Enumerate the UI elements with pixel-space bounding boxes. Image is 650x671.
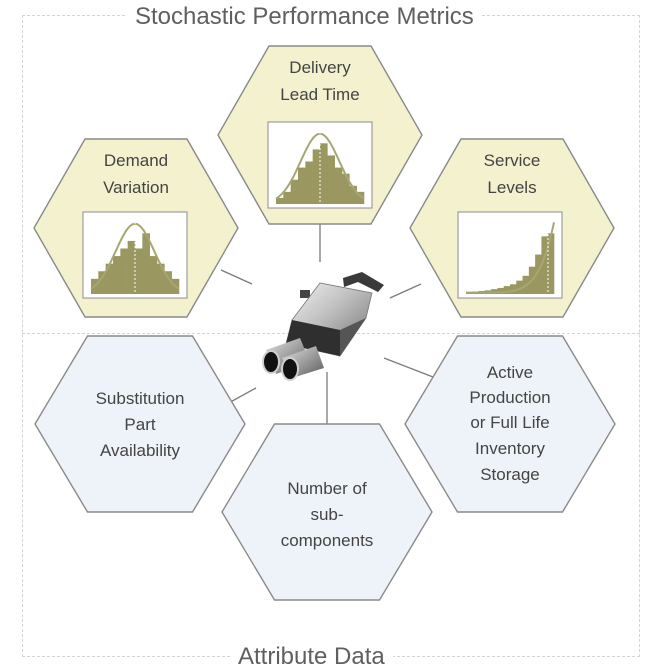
metric-label-line: Delivery [289, 58, 351, 77]
histogram-bar [127, 240, 136, 294]
attribute-label-line: Production [469, 388, 550, 407]
histogram-bar [276, 197, 284, 204]
histogram-bar [510, 284, 517, 294]
histogram-bar [305, 161, 313, 204]
hexagon-shape [404, 335, 616, 513]
histogram-bar [290, 179, 299, 204]
attribute-label-line: Inventory [475, 439, 545, 458]
connector-line [389, 283, 422, 299]
connector-line [220, 269, 253, 285]
attribute-label-line: Active [487, 363, 533, 382]
attribute-label-line: Availability [100, 441, 181, 460]
mini-chart-delivery-lead-time [267, 121, 373, 209]
hexagon-shape [34, 335, 246, 513]
histogram-bar [142, 233, 150, 294]
histogram-bar [349, 185, 357, 204]
attribute-label-line: components [281, 531, 374, 550]
metric-label-line: Levels [487, 178, 536, 197]
center-part [262, 272, 384, 381]
histogram-bar [334, 167, 343, 204]
histogram-bar [342, 173, 350, 204]
histogram-bar [283, 191, 291, 204]
attribute-label-line: Storage [480, 465, 540, 484]
histogram-bar [113, 256, 121, 294]
bottom-section-title: Attribute Data [230, 643, 393, 671]
histogram-bar [356, 191, 365, 204]
histogram-bar [120, 248, 128, 294]
mini-chart-demand-variation [82, 211, 188, 299]
histogram-bar [327, 155, 335, 204]
histogram-bar [541, 236, 549, 294]
histogram-bar [503, 286, 511, 294]
attribute-label-line: Substitution [96, 389, 185, 408]
metric-label-line: Service [484, 151, 541, 170]
attribute-hex-number-of-subcomponents: Number of sub-components [221, 423, 433, 601]
connector-line [383, 357, 434, 378]
metric-label-line: Variation [103, 178, 169, 197]
mini-chart-service-levels [457, 211, 563, 299]
histogram-bar [547, 233, 555, 294]
metric-label-line: Lead Time [280, 85, 359, 104]
muffler-icon [262, 272, 384, 381]
histogram-bar [164, 271, 172, 294]
attribute-label-line: Number of [287, 479, 367, 498]
histogram-bar [298, 167, 306, 204]
attribute-label-line: Part [124, 415, 155, 434]
distribution-curve [466, 222, 555, 294]
metric-label-line: Demand [104, 151, 168, 170]
top-section-title: Stochastic Performance Metrics [127, 3, 482, 31]
histogram-bar [98, 271, 106, 294]
histogram-bar [149, 256, 158, 294]
histogram-bar [157, 263, 165, 294]
histogram-bar [535, 254, 542, 294]
histogram-bar [516, 280, 523, 294]
histogram-bar [497, 287, 505, 294]
histogram-bar [320, 143, 328, 204]
attribute-label-line: sub- [310, 505, 343, 524]
histogram-bar [312, 149, 321, 204]
hexagon-shape [221, 423, 433, 601]
attribute-label-line: or Full Life [470, 413, 549, 432]
histogram-bar [105, 263, 114, 294]
histogram-bar [135, 248, 143, 294]
